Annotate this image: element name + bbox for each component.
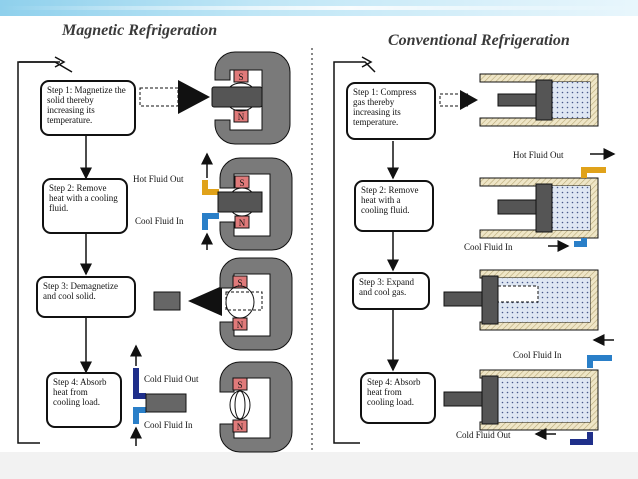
mag-step4-graphic: S N: [130, 344, 293, 453]
mag-step4-field-lines: [229, 390, 251, 420]
conv-step2-cool-pipe: [574, 238, 587, 247]
mag-step-4-box: Step 4: Absorb heat from cooling load.: [46, 372, 122, 428]
mag-step1-magnet-yoke: [214, 51, 291, 145]
mag-step4-cool-pipe: [133, 407, 146, 424]
mag-step3-pole-s: [232, 275, 248, 289]
magnetic-title: Magnetic Refrigeration: [62, 22, 218, 39]
mag-step4-magnet-yoke: [219, 361, 293, 453]
mag-step1-dashed-arrow: [139, 87, 179, 107]
mag-step2-cool-pipe: [202, 213, 219, 230]
conv-step2-hot-pipe: [581, 167, 606, 178]
conv-step-4-box: Step 4: Absorb heat from cooling load.: [360, 372, 436, 424]
conv-step1-piston: [535, 79, 553, 121]
conv-step4-cool-pipe: [587, 355, 612, 368]
mag-step1-pole-n-label: N: [238, 112, 245, 122]
mag-step4-pole-s-label: S: [237, 380, 242, 390]
conv-step1-rod: [497, 93, 537, 107]
conventional-cycle-frame: [333, 56, 399, 444]
conv-step4-graphic: [443, 334, 614, 445]
mag-step1-solid-bar: [211, 86, 263, 108]
mag-step3-solid-bar: [153, 291, 181, 311]
mag-step2-hot-pipe: [202, 180, 219, 195]
mag-step-1-box: Step 1: Magnetize the solid thereby incr…: [40, 80, 136, 136]
conv-step2-graphic: [479, 148, 616, 252]
conv-return-arrowhead: [361, 56, 373, 68]
conv-step4-piston: [481, 375, 499, 425]
mag-step1-graphic: S N: [139, 51, 291, 145]
conv-step1-gas: [552, 82, 590, 118]
conv-step1-cylinder: [479, 73, 599, 127]
mag-step3-pole-n-label: N: [237, 320, 244, 330]
mag-step2-pole-s-label: S: [239, 178, 244, 188]
mag-step3-empty-slot: [225, 291, 263, 311]
conv-step4-gas: [498, 378, 590, 422]
conv-step3-old-piston-outline: [497, 285, 539, 303]
mag-step3-graphic: S N: [153, 257, 293, 351]
magnetic-return-arrowhead: [54, 56, 66, 68]
conv-step4-cool-in-label: Cool Fluid In: [513, 350, 562, 360]
conv-step1-graphic: [439, 73, 599, 127]
conv-step2-cool-in-label: Cool Fluid In: [464, 242, 513, 252]
mag-step1-pole-n: [233, 109, 249, 123]
slide-top-band: [0, 0, 638, 16]
conv-step-1-box: Step 1: Compress gas thereby increasing …: [346, 82, 436, 140]
mag-step4-cold-pipe: [133, 368, 146, 399]
mag-step2-cool-in-label: Cool Fluid In: [135, 216, 184, 226]
mag-step1-pole-s: [233, 69, 249, 83]
mag-step3-arrowhead: [188, 286, 222, 316]
conv-step2-hot-out-label: Hot Fluid Out: [513, 150, 564, 160]
conv-step4-rod: [443, 391, 483, 407]
mag-step2-hot-out-label: Hot Fluid Out: [133, 174, 184, 184]
mag-step4-cool-in-label: Cool Fluid In: [144, 420, 193, 430]
conv-step2-gas: [552, 186, 590, 230]
magnetic-cycle-frame: [17, 56, 92, 444]
mag-step4-cold-out-label: Cold Fluid Out: [144, 374, 199, 384]
conv-step1-arrowhead: [460, 90, 478, 110]
mag-step1-arrowhead: [178, 80, 210, 114]
conv-step3-piston: [481, 275, 499, 325]
mag-step2-magnet-yoke: [219, 157, 293, 251]
conv-step-2-box: Step 2: Remove heat with a cooling fluid…: [354, 180, 434, 232]
slide-bottom-band: [0, 452, 638, 479]
mag-step1-pole-s-label: S: [238, 72, 243, 82]
conv-step2-rod: [497, 199, 537, 215]
mag-step2-graphic: S N: [201, 152, 293, 251]
mag-step4-pole-n-label: N: [237, 422, 244, 432]
mag-step2-solid-bar: [217, 191, 263, 213]
mag-step-3-box: Step 3: Demagnetize and cool solid.: [36, 276, 136, 318]
mag-step2-pole-n-label: N: [239, 218, 246, 228]
conv-step2-piston: [535, 183, 553, 233]
conv-step3-rod: [443, 291, 483, 307]
mag-step4-pole-n: [232, 419, 248, 433]
mag-step3-field-lines: [225, 285, 255, 319]
mag-step3-magnet-yoke: [219, 257, 293, 351]
conventional-title: Conventional Refrigeration: [388, 32, 570, 49]
conv-step4-cold-pipe: [570, 432, 593, 445]
conv-step4-cold-out-label: Cold Fluid Out: [456, 430, 511, 440]
mag-step4-pole-s: [232, 377, 248, 391]
magnetic-return-line: [17, 61, 73, 444]
mag-step3-pole-s-label: S: [237, 278, 242, 288]
conv-step3-graphic: [443, 269, 599, 331]
conv-step2-cylinder: [479, 177, 599, 239]
conv-step-3-box: Step 3: Expand and cool gas.: [352, 272, 430, 310]
mag-step-2-box: Step 2: Remove heat with a cooling fluid…: [42, 178, 128, 234]
mag-step4-solid-bar: [145, 393, 187, 413]
top-band-streak: [0, 6, 638, 10]
conv-return-line: [333, 61, 376, 444]
